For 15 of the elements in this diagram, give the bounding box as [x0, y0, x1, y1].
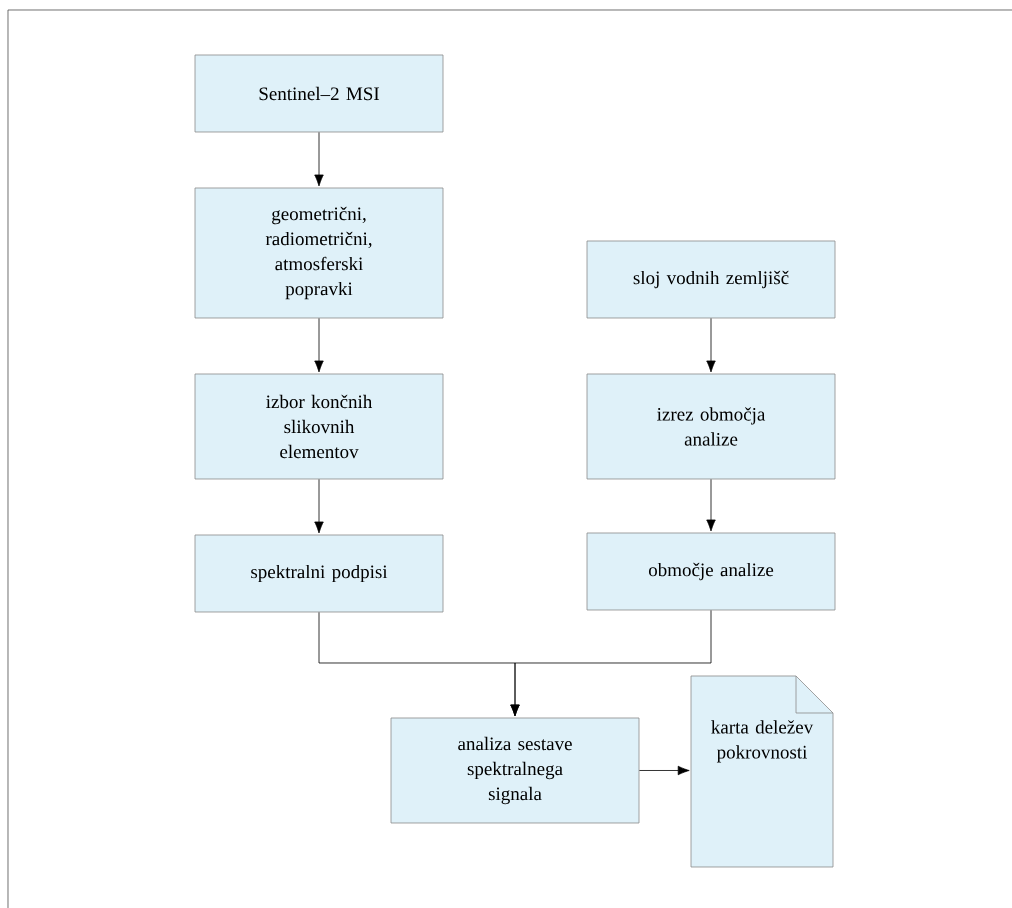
process-box: območje analize	[586, 532, 836, 611]
arrow	[314, 318, 324, 373]
arrow	[706, 318, 716, 373]
arrow	[639, 765, 690, 776]
process-box: izbor končnih slikovnih elementov	[194, 373, 444, 480]
arrow	[314, 132, 324, 187]
process-box: Sentinel–2 MSI	[194, 54, 444, 133]
arrow	[510, 610, 712, 717]
process-box: spektralni podpisi	[194, 534, 444, 613]
arrow	[706, 479, 716, 532]
arrow	[314, 479, 324, 534]
process-box: geometrični, radiometrični, atmosferski popravki	[194, 187, 444, 319]
process-box: izrez območja analize	[586, 373, 836, 480]
process-box: sloj vodnih zemljišč	[586, 240, 836, 319]
process-box: analiza sestave spektralnega signala	[390, 717, 640, 824]
